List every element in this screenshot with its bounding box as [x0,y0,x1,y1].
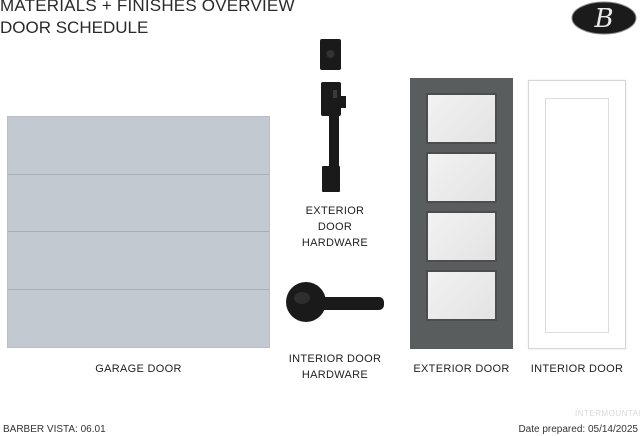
garage-panel-seam [8,231,269,232]
interior-hardware-label: INTERIOR DOOR HARDWARE [288,351,382,383]
logo-letter: B [593,4,613,34]
watermark: INTERMOUNTAIN [575,409,640,418]
glass-pane [426,211,497,262]
page-subtitle: DOOR SCHEDULE [0,18,149,37]
exterior-hardware-label-line1: EXTERIOR DOOR [305,205,365,233]
exterior-door-label: EXTERIOR DOOR [413,363,510,375]
glass-pane [426,152,497,203]
exterior-door-swatch [410,78,513,349]
glass-pane [426,270,497,321]
exterior-handleset-icon [320,39,346,192]
interior-door-label: INTERIOR DOOR [530,363,624,375]
interior-hardware-label-line2: HARDWARE [301,369,369,381]
exterior-hardware-label: EXTERIOR DOOR HARDWARE [288,203,382,251]
garage-panel-seam [8,174,269,175]
garage-panel-seam [8,289,269,290]
glass-pane [426,93,497,144]
date-prepared: Date prepared: 05/14/2025 [518,424,638,435]
interior-lever-icon [286,282,384,322]
door-panel [545,98,609,333]
plan-label: BARBER VISTA: 06.01 [3,424,106,435]
brand-logo: B [571,1,637,35]
interior-door-swatch [528,80,626,349]
page-title: MATERIALS + FINISHES OVERVIEW [0,0,295,15]
garage-door-swatch [7,116,270,348]
exterior-hardware-label-line2: HARDWARE [301,237,369,249]
garage-door-label: GARAGE DOOR [95,363,182,375]
interior-hardware-label-line1: INTERIOR DOOR [288,353,382,365]
